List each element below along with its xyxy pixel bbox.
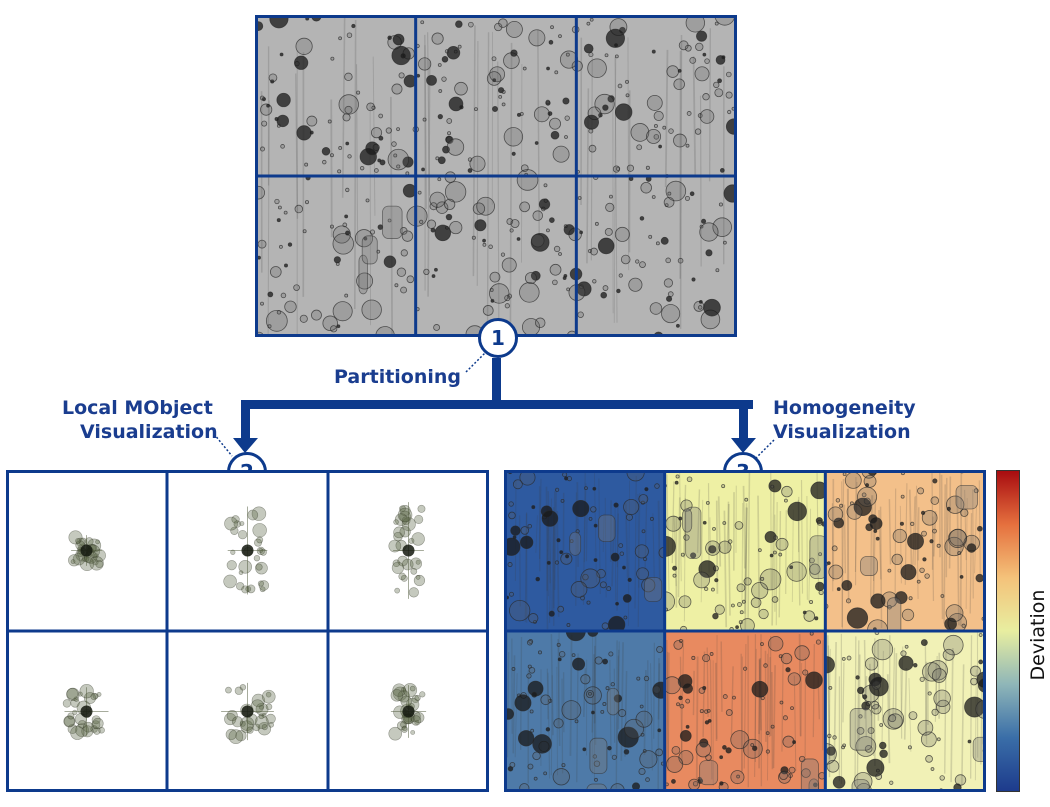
partitioned-image [255,15,737,337]
right-arrowhead [731,438,756,453]
mobject-glyph [388,502,426,599]
right-branch [739,400,748,440]
homogeneity-grid [504,470,986,792]
mobject-glyph [221,682,276,744]
homogeneity-cell [504,470,665,631]
deviation-colorbar [996,470,1020,792]
mobject-glyph [62,684,109,740]
partitioning-label: Partitioning [334,366,462,388]
branch-line [241,400,753,409]
local-mobject-label: Local MObject Visualization [62,396,218,444]
mobject-glyph [223,506,270,595]
left-arrowhead [233,438,258,453]
homogeneity-label-line2: Visualization [773,421,911,443]
stem-line [492,358,501,406]
local-mobject-grid [6,470,489,792]
colorbar-gradient [997,471,1019,791]
local-mobject-label-line2: Visualization [80,421,218,443]
colorbar-label-text: Deviation [1027,589,1049,681]
homogeneity-label-line1: Homogeneity [773,397,916,419]
homogeneity-tiles [504,470,986,792]
mobject-glyph [68,530,106,571]
homogeneity-label: Homogeneity Visualization [773,396,916,444]
homogeneity-cell [664,470,826,631]
step-1-marker: 1 [478,318,518,358]
left-branch [241,400,250,440]
colorbar-label: Deviation [1026,589,1050,681]
local-mobject-glyphs [6,470,489,792]
local-mobject-label-line1: Local MObject [62,397,213,419]
mobject-glyph [388,683,427,741]
homogeneity-cell [504,631,665,792]
partitioned-image-texture [255,15,737,337]
